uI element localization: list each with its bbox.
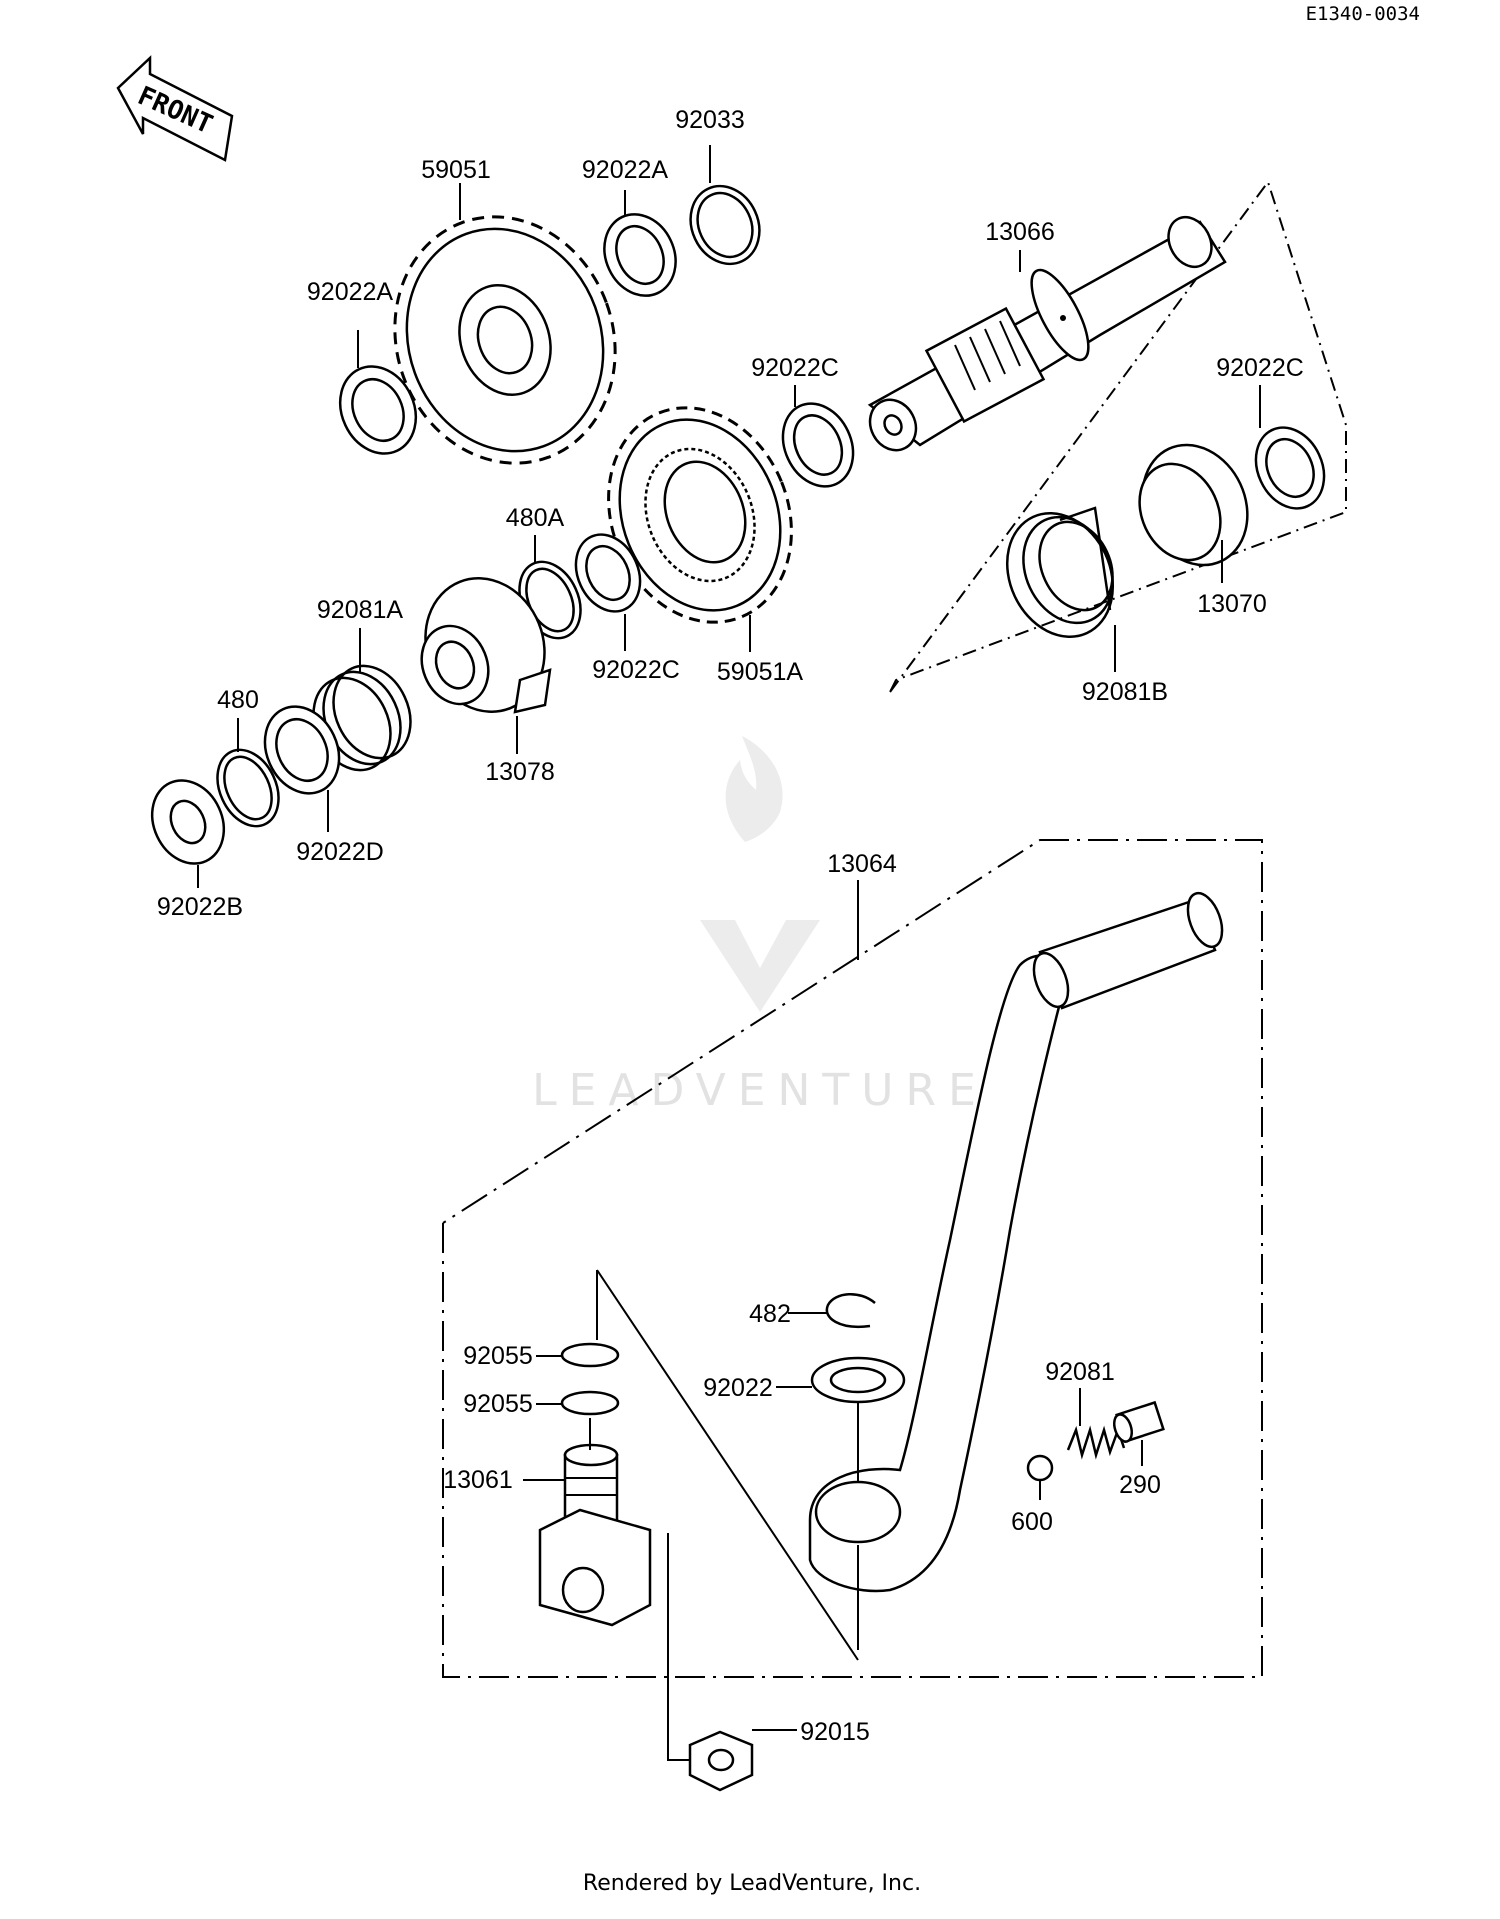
part-label-92022D: 92022D [296, 838, 384, 866]
collar-13070 [1138, 443, 1249, 567]
ball-600 [1026, 1454, 1054, 1482]
watermark-text: LEADVENTURE [532, 1065, 988, 1116]
part-label-92081: 92081 [1045, 1358, 1115, 1386]
e-clip-482 [825, 1293, 876, 1329]
washer-92022C-lower [574, 533, 642, 613]
washer-92022D [263, 705, 341, 795]
gear-59051 [393, 215, 617, 465]
part-label-92022C-middle: 92022C [751, 354, 839, 382]
washer-92022C-middle [781, 402, 855, 488]
part-label-92022C-right: 92022C [1216, 354, 1304, 382]
o-ring-92055-lower [560, 1390, 620, 1416]
part-label-92022B: 92022B [157, 893, 243, 921]
part-labels: 92033 59051 92022A 13066 92022A 92022C 9… [157, 106, 1304, 1746]
reference-code: E1340-0034 [1306, 3, 1420, 25]
part-label-290: 290 [1119, 1471, 1161, 1499]
part-label-92022C-lower: 92022C [592, 656, 680, 684]
part-label-92015: 92015 [800, 1718, 870, 1746]
front-arrow-icon: FRONT [116, 55, 234, 162]
circlip-92033 [689, 184, 761, 266]
part-label-92055-upper: 92055 [463, 1342, 533, 1370]
part-label-92022: 92022 [703, 1374, 773, 1402]
part-label-13070: 13070 [1197, 590, 1267, 618]
washer-92022C-right [1254, 426, 1326, 510]
ratchet-13078 [420, 577, 552, 714]
pivot-shaft-13061 [538, 1443, 652, 1627]
spring-92081 [1066, 1425, 1126, 1460]
o-ring-92055-upper [560, 1342, 620, 1368]
part-label-13078: 13078 [485, 758, 555, 786]
torsion-spring-92081B [1005, 506, 1115, 638]
gear-59051A [607, 406, 793, 624]
shaft-boundary [889, 179, 1347, 693]
plug-290 [1112, 1400, 1165, 1444]
washer-92022A-upper [603, 213, 677, 297]
washer-92022 [810, 1356, 906, 1404]
footer-credit: Rendered by LeadVenture, Inc. [583, 1871, 921, 1896]
pedal-boundary [442, 839, 1263, 1678]
part-label-92022A-upper: 92022A [582, 156, 669, 184]
part-label-13066: 13066 [985, 218, 1055, 246]
part-label-480A: 480A [506, 504, 565, 532]
leader-lines [197, 145, 1261, 1761]
part-label-92033: 92033 [675, 106, 745, 134]
part-label-92081A: 92081A [317, 596, 404, 624]
nut-92015 [688, 1730, 754, 1792]
kick-pedal-13064 [808, 891, 1224, 1593]
part-label-92022A-left: 92022A [307, 278, 394, 306]
part-label-482: 482 [749, 1300, 791, 1328]
part-label-480: 480 [217, 686, 259, 714]
washer-92022B [150, 779, 226, 865]
kickstart-shaft-13066 [867, 215, 1227, 452]
part-label-59051: 59051 [421, 156, 491, 184]
part-label-92055-lower: 92055 [463, 1390, 533, 1418]
circlip-480 [216, 748, 280, 828]
part-label-13064: 13064 [827, 850, 897, 878]
washer-92022A-left [338, 365, 418, 455]
part-label-59051A: 59051A [717, 658, 804, 686]
part-label-600: 600 [1011, 1508, 1053, 1536]
part-label-92081B: 92081B [1082, 678, 1168, 706]
part-label-13061: 13061 [443, 1466, 513, 1494]
watermark-logo: LEADVENTURE [532, 736, 988, 1116]
